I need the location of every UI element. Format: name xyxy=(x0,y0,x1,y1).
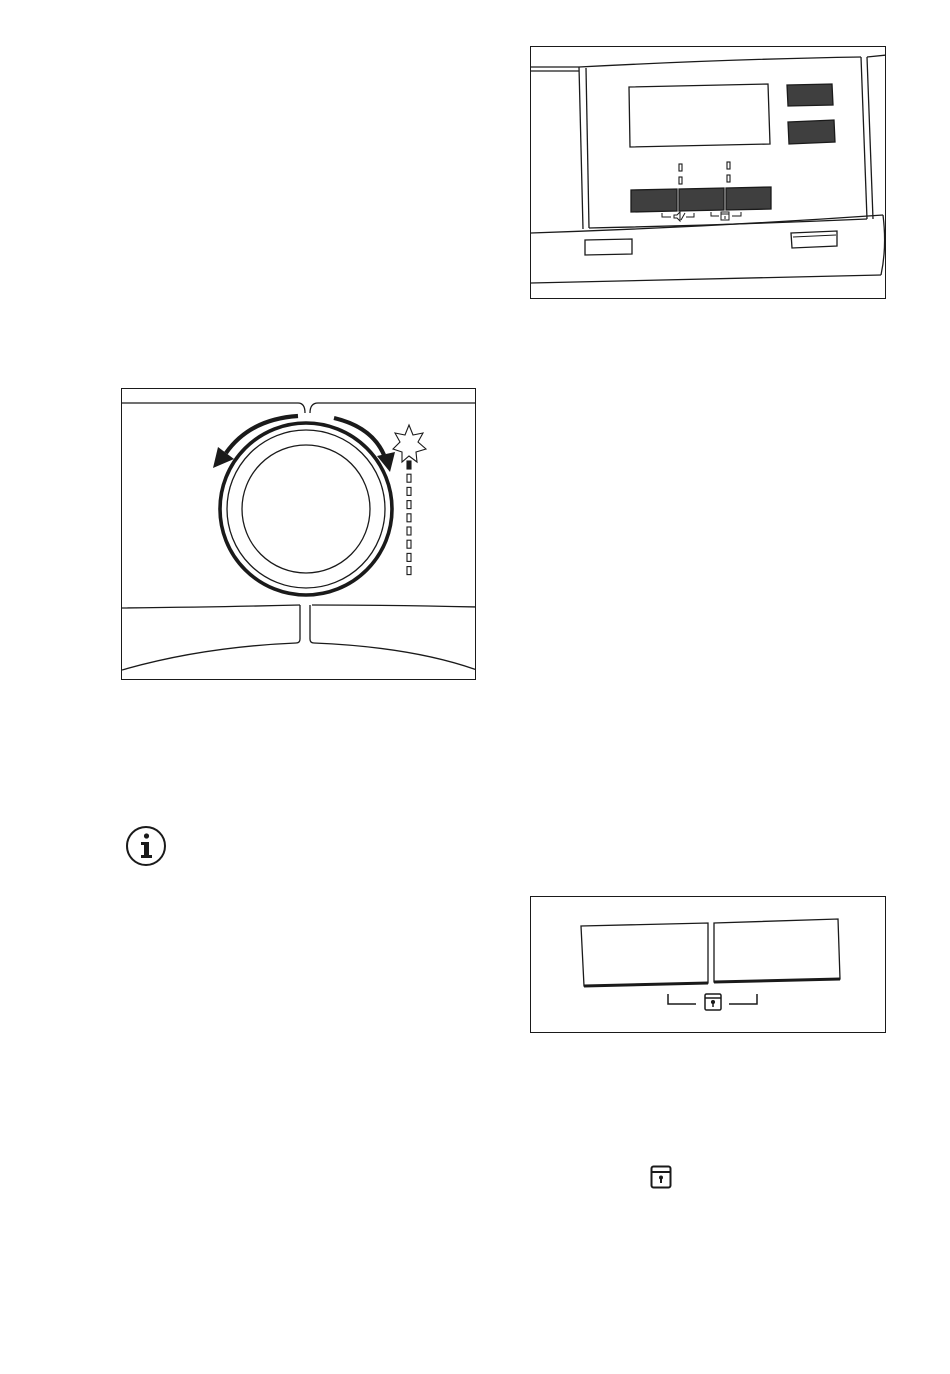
program-led-selected xyxy=(407,461,411,469)
child-lock-icon xyxy=(711,212,741,220)
start-pause-button[interactable] xyxy=(788,120,835,144)
program-led xyxy=(407,487,411,495)
option-button-3[interactable] xyxy=(726,187,771,210)
option-led xyxy=(679,177,682,184)
child-lock-symbol-drawing xyxy=(650,1165,672,1189)
child-lock-icon xyxy=(650,1165,672,1189)
time-button[interactable] xyxy=(787,84,833,106)
child-lock-drawing xyxy=(531,897,886,1033)
program-dial-drawing xyxy=(122,389,476,680)
child-lock-figure xyxy=(530,896,886,1033)
child-lock-icon xyxy=(668,994,757,1010)
option-button-1[interactable] xyxy=(631,189,677,212)
option-button-right[interactable] xyxy=(714,919,840,982)
option-button-2[interactable] xyxy=(679,188,724,211)
program-led-column xyxy=(407,461,411,575)
program-led xyxy=(407,540,411,548)
info-icon-drawing xyxy=(125,825,167,867)
option-led xyxy=(727,175,730,182)
control-panel-figure xyxy=(530,46,886,299)
sound-off-icon xyxy=(662,212,694,221)
flashing-led-icon xyxy=(393,425,426,462)
program-led xyxy=(407,474,411,482)
option-button-left[interactable] xyxy=(581,923,708,986)
program-led xyxy=(407,567,411,575)
option-led xyxy=(727,162,730,169)
option-led xyxy=(679,164,682,171)
program-dial-figure xyxy=(121,388,476,680)
display-window xyxy=(629,84,770,147)
drawer-handle-left xyxy=(585,239,632,255)
program-led xyxy=(407,527,411,535)
program-led xyxy=(407,501,411,509)
program-led xyxy=(407,553,411,561)
info-icon xyxy=(125,825,167,867)
program-dial[interactable] xyxy=(220,423,392,595)
drawer-handle-right xyxy=(791,231,837,248)
program-led xyxy=(407,514,411,522)
control-panel-drawing xyxy=(531,47,886,299)
